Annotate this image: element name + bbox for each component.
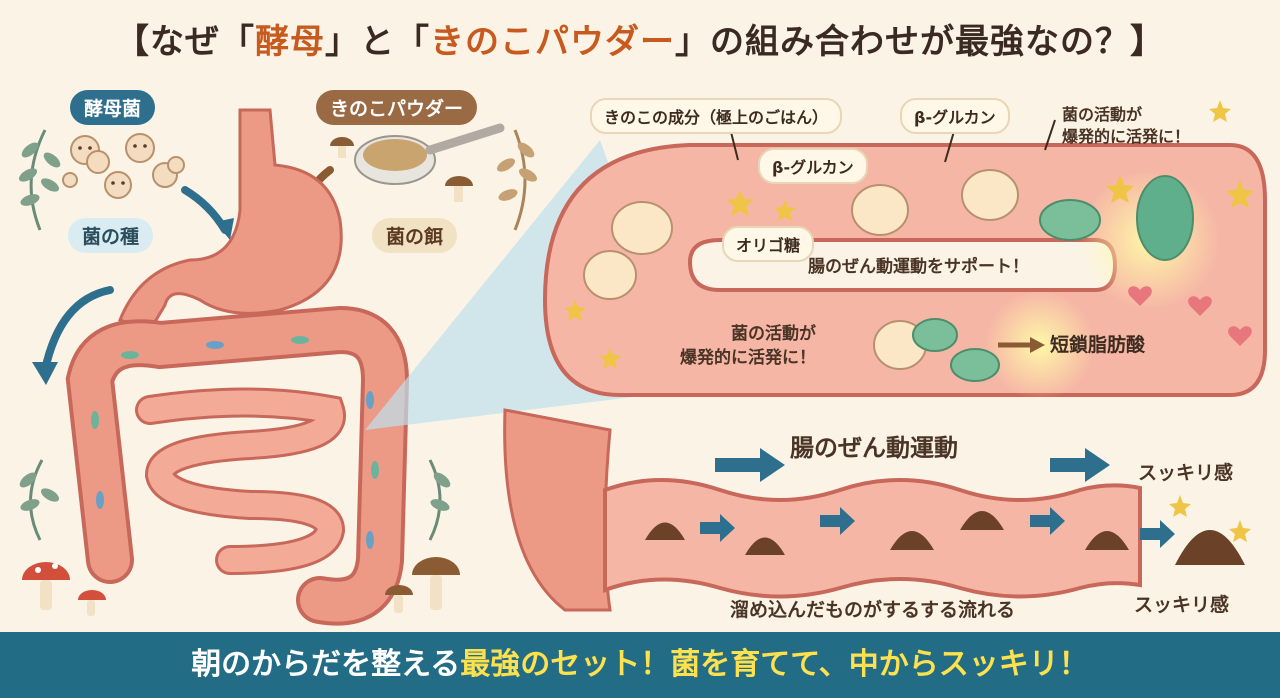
- mushroom-component-label: きのこの成分（極上のごはん）: [590, 98, 843, 134]
- oligo-label: オリゴ糖: [722, 226, 815, 262]
- bacteria-active-label-2: 菌の活動が 爆発的に活発に！: [680, 324, 816, 368]
- powder-label: きのこパウダー: [316, 90, 478, 125]
- refresh-label-2: スッキリ感: [1134, 594, 1230, 616]
- title-part: 」と「: [325, 22, 430, 62]
- powder-spoon-icon: [354, 123, 505, 185]
- title-highlight-yeast: 酵母: [255, 22, 325, 62]
- intestine-tube-icon: [503, 408, 612, 612]
- peristalsis-support-label: 腸のぜん動運動をサポート！: [808, 257, 1029, 277]
- wheat-decoration-icon: [496, 129, 538, 231]
- bacteria-icon: [91, 336, 379, 549]
- beta-glucan-label: β-グルカン: [900, 98, 1010, 134]
- footer-text: 朝のからだを整える最強のセット！菌を育てて、中からスッキリ！: [0, 632, 1280, 698]
- footer-part: 朝のからだを整える: [191, 647, 461, 682]
- good-bacteria-icon: [912, 175, 1194, 382]
- mushroom-decoration-icon: [22, 557, 460, 616]
- yeast-label: 酵母菌: [70, 90, 156, 125]
- scfa-label: 短鎖脂肪酸: [1050, 334, 1146, 356]
- yeast-character-icon: [583, 169, 1019, 370]
- bacteria-active-label: 菌の活動が 爆発的に活発に！: [1062, 105, 1191, 146]
- heart-icon: [1128, 286, 1252, 346]
- stomach-icon: [118, 108, 343, 332]
- star-icon: [564, 100, 1254, 542]
- colon-tube-icon: [603, 478, 1142, 599]
- title-highlight-mushroom: きのこパウダー: [430, 22, 675, 62]
- arrow-icon: [700, 448, 1175, 548]
- peristalsis-title: 腸のぜん動運動: [790, 434, 958, 462]
- footer-highlight-2: 菌を育てて、中からスッキリ！: [670, 647, 1089, 682]
- leaf-decoration-icon: [18, 129, 451, 541]
- refresh-label-1: スッキリ感: [1138, 462, 1234, 484]
- title-part: 」の組み合わせが最強なの？】: [675, 22, 1165, 62]
- title-part: 【なぜ「: [115, 22, 255, 62]
- intestine-icon: [65, 305, 410, 626]
- mushroom-icon: [330, 137, 473, 202]
- yeast-cells-icon: [62, 133, 185, 199]
- food-label: 菌の餌: [372, 218, 458, 253]
- footer-highlight: 最強のセット！: [460, 647, 671, 682]
- footer-banner: 朝のからだを整える最強のセット！菌を育てて、中からスッキリ！: [0, 632, 1280, 698]
- poop-icon: [645, 511, 1245, 565]
- page-title: 【なぜ「酵母」と「きのこパウダー」の組み合わせが最強なの？】: [0, 14, 1280, 63]
- seed-label: 菌の種: [68, 218, 154, 253]
- flow-label: 溜め込んだものがするする流れる: [730, 599, 1016, 621]
- yeast-face-icon: [78, 144, 147, 185]
- beta-glucan-label-2: β-グルカン: [758, 148, 868, 184]
- arrow-icon: [41, 286, 114, 374]
